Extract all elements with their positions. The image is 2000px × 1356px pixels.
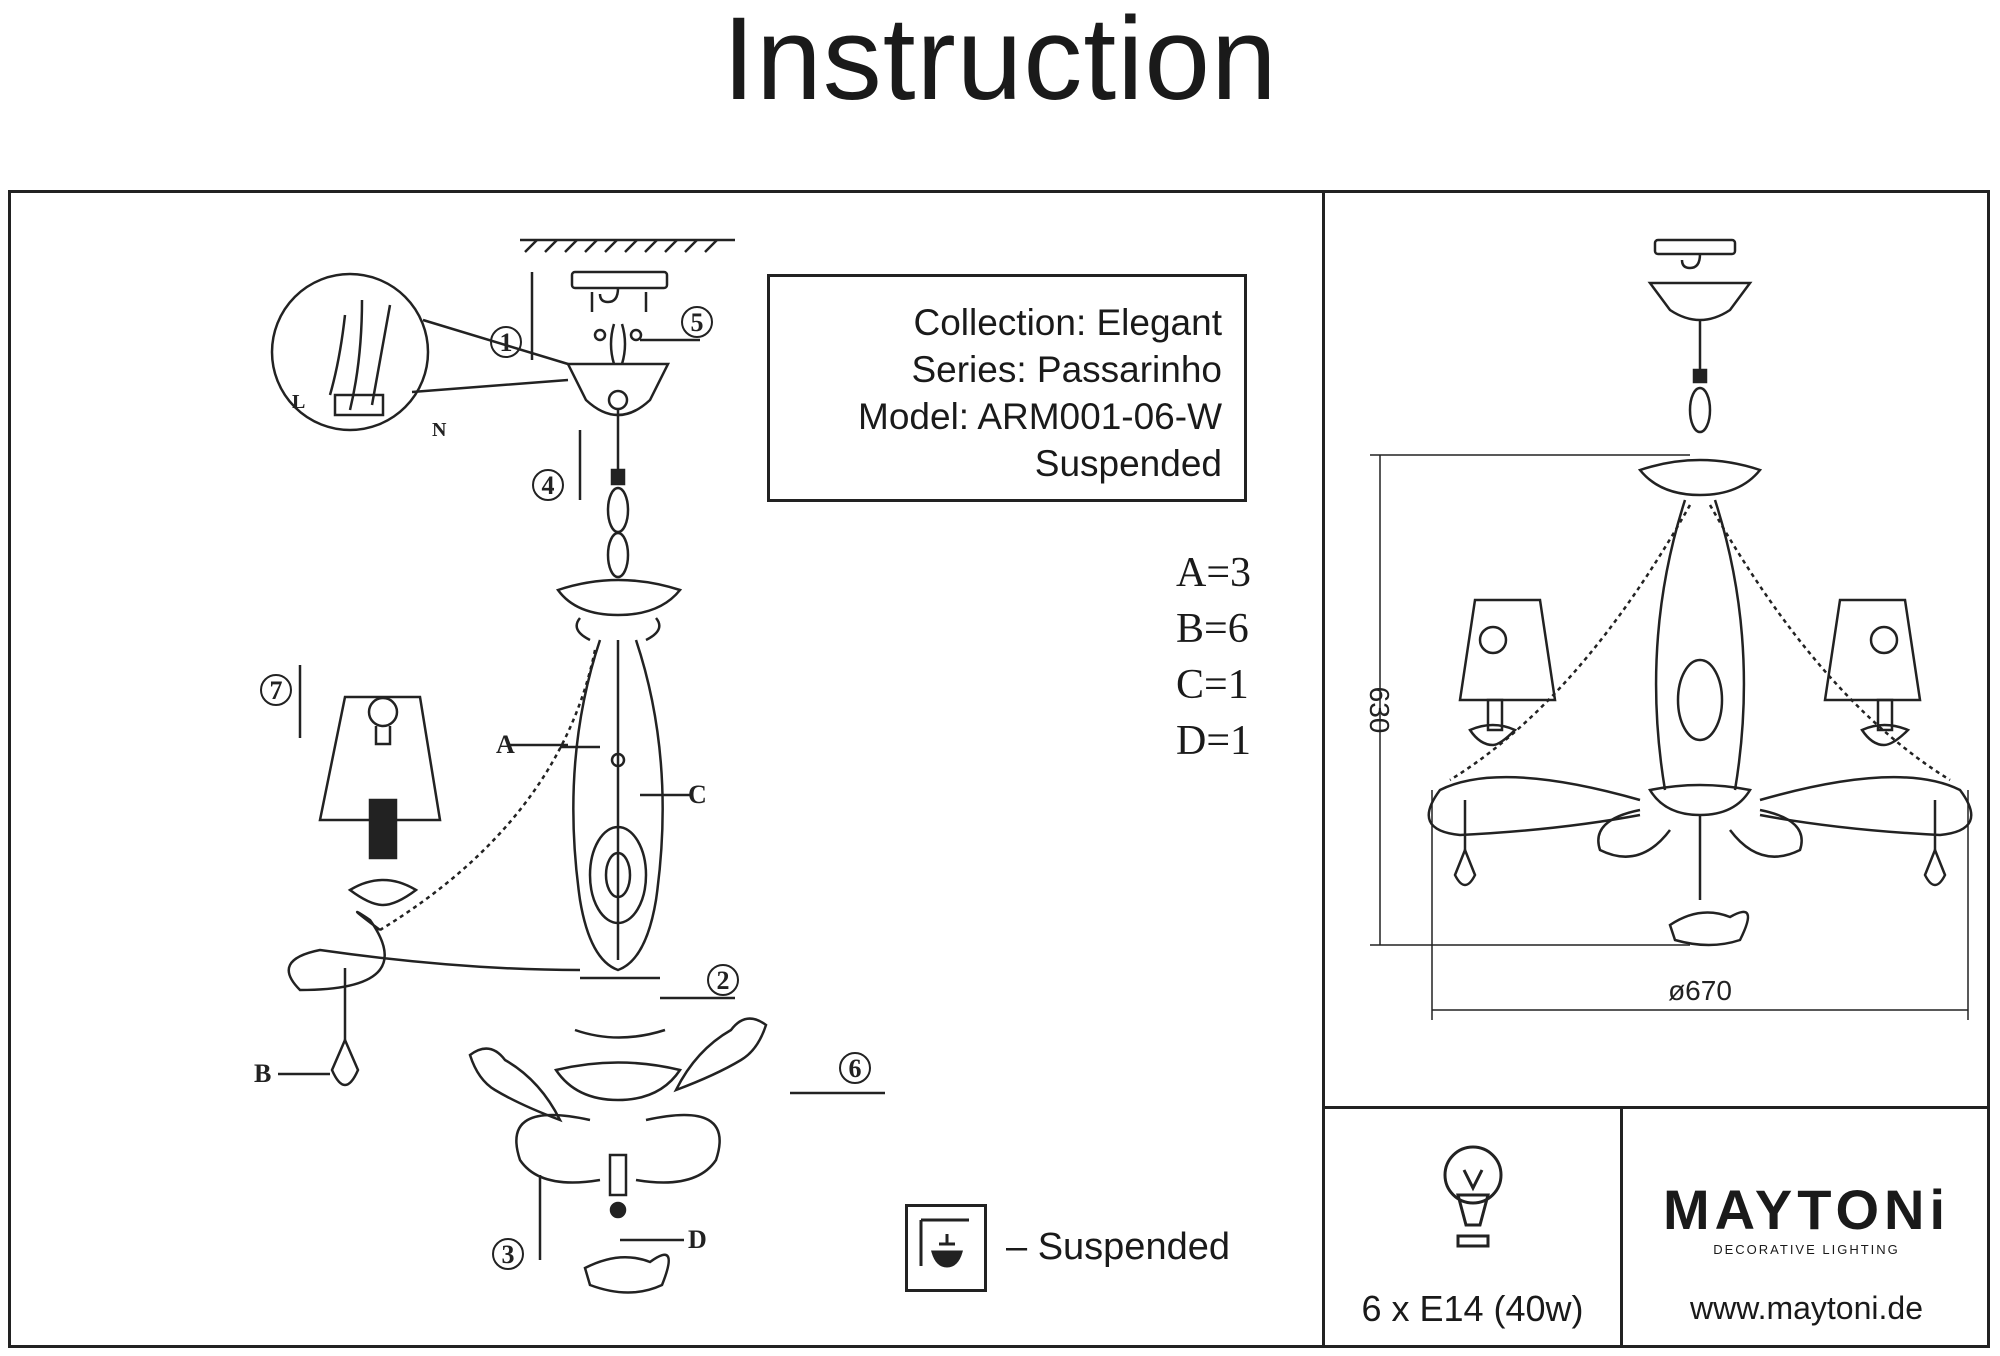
suspended-legend-text: – Suspended <box>1006 1226 1230 1268</box>
bird-right <box>673 1017 768 1093</box>
series-text: Series: Passarinho <box>911 349 1222 390</box>
suspended-mount-icon <box>905 1204 987 1292</box>
step-7-label: 7 <box>270 676 283 705</box>
wiring-detail-icon <box>270 272 430 432</box>
part-a-count: A=3 <box>1176 550 1252 596</box>
canopy <box>565 362 671 417</box>
parts-count-list: A=3 B=6 C=1 D=1 <box>1176 545 1251 769</box>
bulb-icon <box>1443 1145 1503 1248</box>
part-a-label: A <box>496 730 515 759</box>
collection-text: Collection: Elegant <box>913 302 1222 343</box>
step-1-label: 1 <box>500 328 513 357</box>
brand-logo: MAYTONi <box>1662 1178 1951 1241</box>
part-c-label: C <box>688 780 707 809</box>
product-info-box: Collection: Elegant Series: Passarinho M… <box>767 274 1247 502</box>
crystal-b <box>330 1036 360 1087</box>
bulb-spec-text: 6 x E14 (40w) <box>1361 1288 1584 1329</box>
step-2-label: 2 <box>717 966 730 995</box>
step-6-label: 6 <box>849 1054 862 1083</box>
website-link[interactable]: www.maytoni.de <box>1690 1290 1923 1326</box>
step-3-label: 3 <box>502 1240 515 1269</box>
part-b-count: B=6 <box>1176 606 1249 652</box>
wire-n-label: N <box>432 419 447 441</box>
part-b-label: B <box>254 1059 271 1088</box>
part-d-label: D <box>688 1225 707 1254</box>
mount-type-text: Suspended <box>1034 443 1222 484</box>
upper-cup <box>555 578 683 617</box>
instruction-frame <box>8 190 1990 1348</box>
divider-vertical <box>1322 190 1325 1348</box>
bird-left <box>468 1047 563 1123</box>
diameter-dimension: ø670 <box>1668 975 1732 1006</box>
brand-tagline: DECORATIVE LIGHTING <box>1713 1242 1900 1257</box>
lamp-shade <box>318 695 442 822</box>
divider-horizontal <box>1322 1106 1990 1109</box>
ornament-medallion <box>588 825 648 925</box>
divider-footer <box>1620 1106 1623 1348</box>
part-c-count: C=1 <box>1176 662 1249 708</box>
ceiling-hatch <box>524 239 718 253</box>
model-text: Model: ARM001-06-W <box>858 396 1222 437</box>
bird-pendant-d <box>583 1253 670 1294</box>
step-4-label: 4 <box>542 471 555 500</box>
lower-arms <box>515 1113 721 1184</box>
page-title: Instruction <box>722 0 1278 125</box>
mounting-bracket <box>570 270 669 290</box>
bird-base-plate <box>553 1061 683 1102</box>
height-dimension: 630 <box>1364 687 1395 734</box>
chandelier-drawing <box>1370 238 1973 1020</box>
step-5-label: 5 <box>691 308 704 337</box>
wire-l-label: L <box>292 391 305 413</box>
candle-arm <box>287 910 581 992</box>
part-d-count: D=1 <box>1176 718 1252 764</box>
